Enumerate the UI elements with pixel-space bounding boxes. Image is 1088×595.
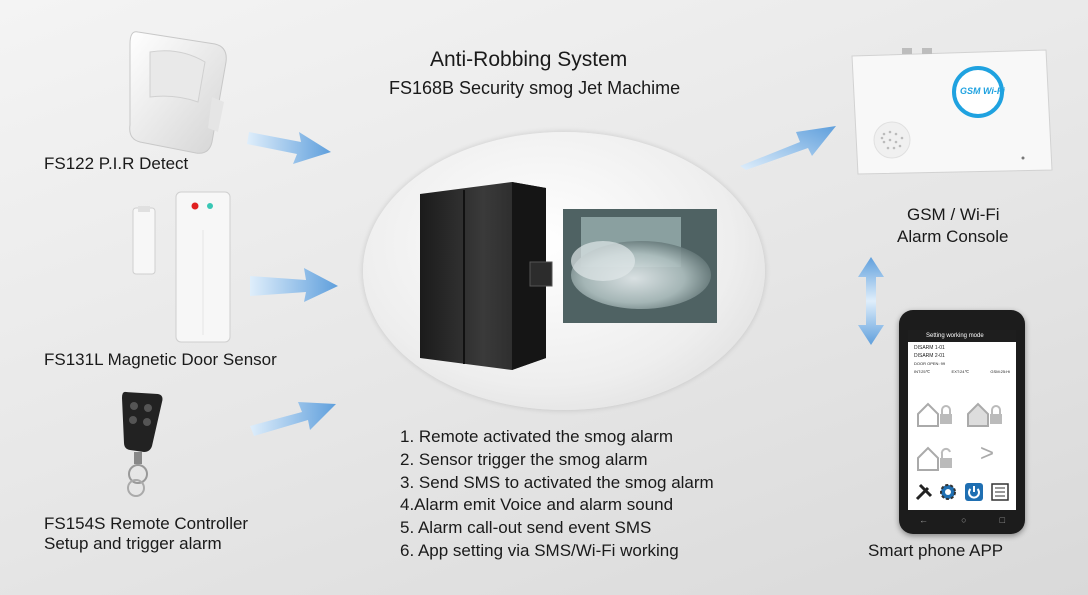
gear-icon[interactable]: [938, 482, 958, 502]
feature-item: 3. Send SMS to activated the smog alarm: [400, 472, 714, 492]
phone-nav-bar: ← ○ □: [919, 515, 1005, 525]
phone-status-int: INT:25℃: [914, 369, 931, 374]
feature-item: 2. Sensor trigger the smog alarm: [400, 449, 648, 469]
feature-item: 4.Alarm emit Voice and alarm sound: [400, 495, 674, 515]
phone-screen-header: Setting working mode: [908, 330, 1016, 342]
arrow-updown-icon: [858, 257, 884, 345]
tools-icon[interactable]: [914, 482, 934, 502]
page-subtitle: FS168B Security smog Jet Machime: [389, 78, 681, 98]
arrow-right-icon: [247, 132, 331, 164]
door-sensor-image: [132, 191, 231, 343]
door-sensor-label: FS131L Magnetic Door Sensor: [44, 350, 277, 369]
arm-away-icon[interactable]: [966, 400, 1006, 428]
phone-row: DISARM 2-01: [914, 353, 945, 359]
phone-screen: Setting working mode DISARM 1-01 DISARM …: [908, 330, 1016, 510]
phone-status-ext: EXT:24℃: [951, 369, 969, 374]
remote-controller-image: [122, 391, 163, 497]
remote-label-line1: FS154S Remote Controller: [44, 514, 249, 533]
remote-label-line2: Setup and trigger alarm: [44, 534, 222, 553]
smartphone-label: Smart phone APP: [868, 541, 1004, 560]
arm-home-icon[interactable]: [916, 400, 956, 428]
smartphone-image: Setting working mode DISARM 1-01 DISARM …: [899, 310, 1025, 534]
feature-item: 5. Alarm call-out send event SMS: [400, 518, 652, 538]
arrow-right-icon: [250, 402, 336, 436]
disarm-icon[interactable]: [916, 444, 956, 472]
phone-row: DISARM 1-01: [914, 345, 945, 351]
alarm-console-image: GSM Wi-Fi: [848, 48, 1054, 176]
feature-list: 1. Remote activated the smog alarm 2. Se…: [400, 426, 714, 563]
list-icon[interactable]: [990, 482, 1010, 502]
page-title: Anti-Robbing System: [430, 48, 628, 71]
back-icon[interactable]: ←: [919, 515, 928, 525]
feature-item: 6. App setting via SMS/Wi-Fi working: [400, 540, 679, 560]
smog-demo-photo: [563, 209, 717, 323]
home-icon[interactable]: ○: [961, 515, 967, 525]
phone-row: DOOR OPEN: 99: [914, 361, 946, 366]
console-label-line2: Alarm Console: [897, 227, 1009, 246]
pir-label: FS122 P.I.R Detect: [44, 154, 189, 173]
feature-item: 1. Remote activated the smog alarm: [400, 427, 674, 446]
smog-machine-image: [420, 182, 553, 370]
arrow-to-console-icon: [740, 126, 836, 170]
power-icon[interactable]: [964, 482, 984, 502]
next-icon[interactable]: >: [980, 440, 995, 467]
console-label-line1: GSM / Wi-Fi: [907, 205, 1000, 224]
recent-apps-icon[interactable]: □: [999, 515, 1005, 525]
phone-status-gsm: GSM:25:Hi: [990, 369, 1010, 374]
pir-detector-image: [129, 31, 227, 154]
arrow-right-icon: [250, 268, 338, 302]
console-logo: GSM Wi-Fi: [960, 86, 1005, 96]
